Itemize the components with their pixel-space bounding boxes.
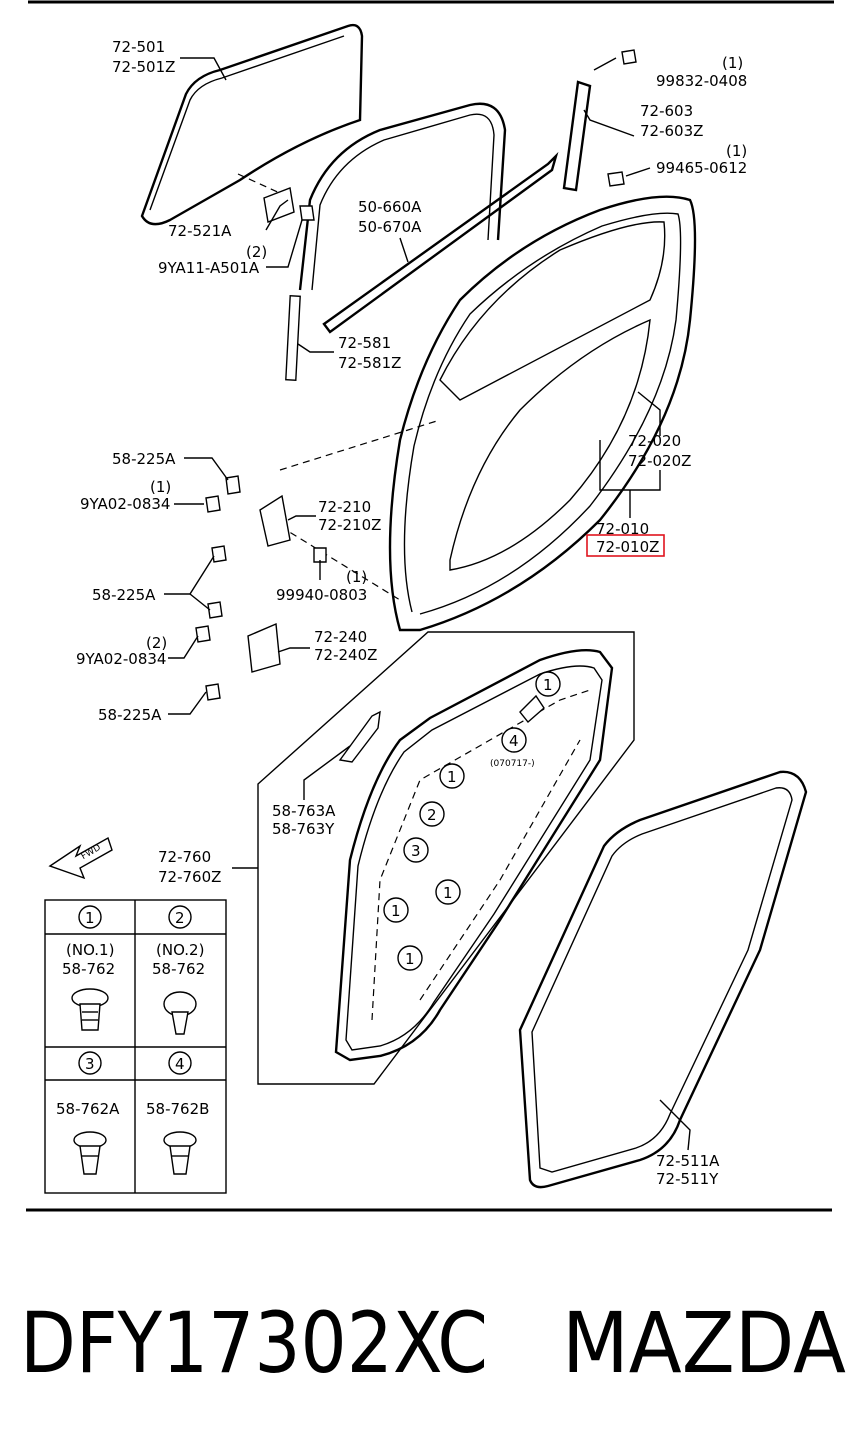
door-shell	[269, 195, 697, 632]
callout-1-low-num: 1	[405, 950, 415, 968]
legend-c1-part: 58-762	[62, 960, 115, 978]
callout-1-low: 1	[397, 945, 423, 971]
label-58-763a: 58-763A	[272, 802, 336, 820]
label-72-581z: 72-581Z	[338, 354, 401, 372]
label-72-501: 72-501	[112, 38, 165, 56]
label-9ya11: 9YA11-A501A	[158, 259, 260, 277]
belt-moulding	[322, 151, 559, 334]
label-72-511y: 72-511Y	[656, 1170, 719, 1188]
label-9ya02-2-qty: (2)	[146, 634, 167, 652]
footer-part-number: DFY17302XC	[20, 1294, 488, 1392]
label-99465-qty: (1)	[726, 142, 747, 160]
legend-c2-sub: (NO.2)	[156, 941, 204, 959]
weatherstrip	[518, 770, 808, 1189]
door-glass	[140, 23, 364, 226]
bolts	[263, 49, 637, 223]
footer-brand: MAZDA	[562, 1294, 846, 1392]
label-9ya02-1: 9YA02-0834	[80, 495, 170, 513]
label-72-603: 72-603	[640, 102, 693, 120]
clip-legend-table: 1 2 (NO.1) 58-762 (NO.2) 58-762 3 4 58-7…	[44, 899, 227, 1194]
legend-c2-part: 58-762	[152, 960, 205, 978]
clip-icon-4	[163, 1131, 197, 1175]
label-72-210z: 72-210Z	[318, 516, 381, 534]
legend-c3-part: 58-762A	[56, 1100, 120, 1118]
glass-run-channel	[285, 102, 507, 381]
label-9ya11-qty: (2)	[246, 243, 267, 261]
label-72-020: 72-020	[628, 432, 681, 450]
callout-3-num: 3	[411, 842, 421, 860]
callout-4-num: 4	[509, 732, 519, 750]
label-72-240z: 72-240Z	[314, 646, 377, 664]
label-72-010z-highlight	[586, 534, 665, 557]
label-99940: 99940-0803	[276, 586, 367, 604]
clip-icon-2	[163, 991, 197, 1035]
label-72-010: 72-010	[596, 520, 649, 538]
label-50-670a: 50-670A	[358, 218, 422, 236]
part-labels: 72-501 72-501Z (1) 99832-0408 72-603 72-…	[76, 38, 747, 1188]
callout-1-top-num: 1	[543, 676, 553, 694]
label-50-660a: 50-660A	[358, 198, 422, 216]
callout-1-upper: 1	[439, 763, 465, 789]
label-58-225a-3: 58-225A	[98, 706, 162, 724]
legend-c4-num: 4	[175, 1055, 185, 1073]
label-72-581: 72-581	[338, 334, 391, 352]
sash-trim	[562, 80, 592, 192]
label-72-240: 72-240	[314, 628, 367, 646]
hinges	[195, 475, 327, 701]
label-72-760: 72-760	[158, 848, 211, 866]
callout-2-num: 2	[427, 806, 437, 824]
label-99832-qty: (1)	[722, 54, 743, 72]
label-99832: 99832-0408	[656, 72, 747, 90]
callout-1-left: 1	[383, 897, 409, 923]
label-72-760z: 72-760Z	[158, 868, 221, 886]
callout-3: 3	[403, 837, 429, 863]
leader-lines	[164, 57, 691, 1151]
label-9ya02-1-qty: (1)	[150, 478, 171, 496]
callout-1-upper-num: 1	[447, 768, 457, 786]
callout-1-left-num: 1	[391, 902, 401, 920]
legend-c3-num: 3	[85, 1055, 95, 1073]
label-72-521a: 72-521A	[168, 222, 232, 240]
legend-c1-num: 1	[85, 909, 95, 927]
callout-2: 2	[419, 801, 445, 827]
legend-c4-part: 58-762B	[146, 1100, 209, 1118]
legend-c2-num: 2	[175, 909, 185, 927]
clip-icon-3	[73, 1131, 107, 1175]
label-9ya02-2: 9YA02-0834	[76, 650, 166, 668]
label-99940-qty: (1)	[346, 568, 367, 586]
callout-1-mid-num: 1	[443, 884, 453, 902]
label-72-501z: 72-501Z	[112, 58, 175, 76]
label-58-225a-2: 58-225A	[92, 586, 156, 604]
callout-1-top: 1	[535, 671, 561, 697]
callout-4: 4	[501, 727, 527, 753]
label-58-225a-1: 58-225A	[112, 450, 176, 468]
label-72-020z: 72-020Z	[628, 452, 691, 470]
legend-c1-sub: (NO.1)	[66, 941, 114, 959]
callout-1-mid: 1	[435, 879, 461, 905]
fwd-arrow: FWD	[48, 836, 113, 880]
label-99465: 99465-0612	[656, 159, 747, 177]
label-date-note: (070717-)	[490, 759, 535, 769]
trim-panel-box	[257, 631, 635, 1085]
label-72-010z: 72-010Z	[596, 538, 659, 556]
label-72-511a: 72-511A	[656, 1152, 720, 1170]
label-72-603z: 72-603Z	[640, 122, 703, 140]
clip-icon-1	[71, 988, 109, 1031]
label-72-210: 72-210	[318, 498, 371, 516]
label-58-763y: 58-763Y	[272, 820, 335, 838]
clip-callouts: 1 4 1 2 3 1 1 1	[383, 671, 561, 971]
